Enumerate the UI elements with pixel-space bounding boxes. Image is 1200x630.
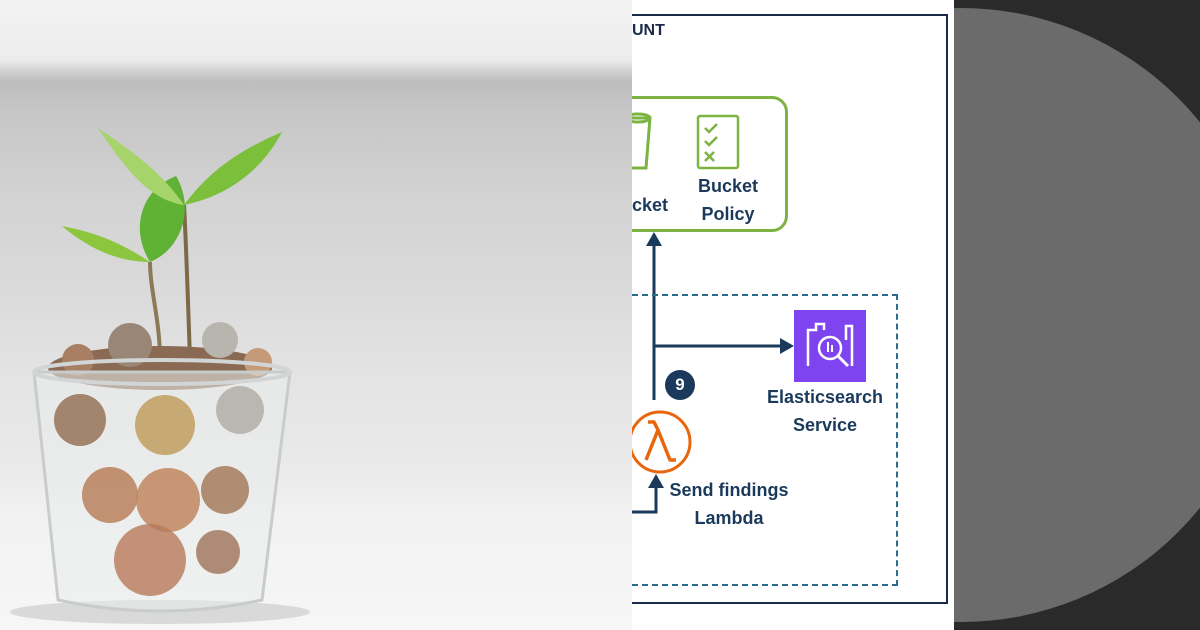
bucket-icon <box>632 112 652 170</box>
bucket-group <box>632 96 788 232</box>
decorative-panel <box>954 0 1200 630</box>
jar-rim <box>32 358 292 386</box>
coin <box>62 344 94 376</box>
coin <box>201 466 249 514</box>
coin <box>136 468 200 532</box>
account-frame <box>632 14 948 604</box>
coin <box>108 323 152 367</box>
coin <box>114 524 186 596</box>
elasticsearch-label: Elasticsearch Service <box>762 383 888 439</box>
account-title: UNT <box>632 22 665 39</box>
step-badge: 9 <box>665 370 695 400</box>
bucket-policy-label: Bucket Policy <box>692 172 764 228</box>
processing-group <box>632 294 898 586</box>
plant-stem <box>182 204 192 361</box>
diagram-links <box>632 112 866 514</box>
coin <box>196 530 240 574</box>
plant-in-coin-jar-illustration <box>10 128 310 624</box>
coin <box>244 348 272 376</box>
coin <box>82 467 138 523</box>
leaf <box>98 128 184 205</box>
lambda-icon <box>632 410 692 474</box>
coin <box>135 395 195 455</box>
policy-label-line2: Policy <box>701 204 755 224</box>
coin <box>216 386 264 434</box>
architecture-diagram: UNT <box>632 0 954 630</box>
decorative-circle <box>954 8 1200 622</box>
policy-label-line1: Bucket <box>697 176 759 196</box>
plant-coins-photo <box>0 0 632 630</box>
elasticsearch-label-line2: Service <box>792 415 858 435</box>
coin <box>202 322 238 358</box>
arrow-into-lambda <box>632 486 658 514</box>
coin <box>54 394 106 446</box>
leaf <box>184 132 282 205</box>
bucket-policy-icon <box>696 114 740 170</box>
lambda-label-line1: Send findings <box>669 480 789 500</box>
arrowhead-up-lambda <box>648 474 664 488</box>
elasticsearch-glyph <box>794 310 866 382</box>
elasticsearch-label-line1: Elasticsearch <box>766 387 884 407</box>
leaf <box>62 226 150 262</box>
arrowhead-right <box>780 338 794 354</box>
lambda-label-line2: Lambda <box>694 508 764 528</box>
lambda-label: Send findings Lambda <box>660 476 798 532</box>
arrowhead-up <box>646 232 662 246</box>
bucket-label: cket <box>632 195 669 215</box>
